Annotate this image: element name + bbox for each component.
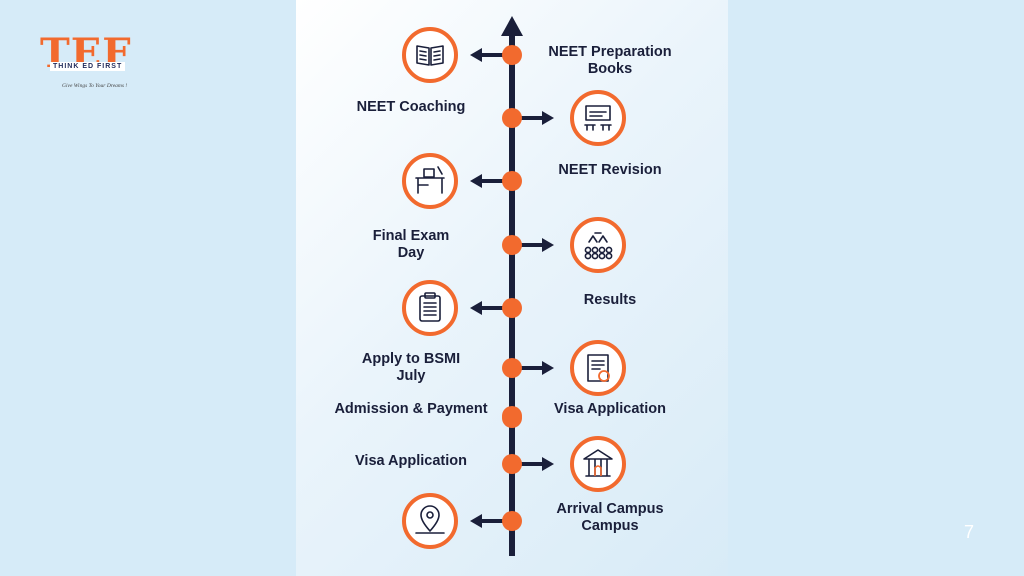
label-line: Visa Application: [554, 400, 666, 417]
clipboard-icon: [402, 280, 458, 336]
logo-tagline: Give Wings To Your Dreams !: [62, 83, 128, 89]
timeline-node: [502, 511, 522, 531]
timeline-node: [502, 108, 522, 128]
study-desk-icon: [402, 153, 458, 209]
timeline-node: [502, 454, 522, 474]
certificate-icon: [570, 340, 626, 396]
timeline-node: [502, 298, 522, 318]
connector-arrow-head: [542, 457, 554, 471]
timeline-node: [502, 45, 522, 65]
timeline-node: [502, 171, 522, 191]
label-line: Arrival Campus: [556, 501, 664, 517]
timeline-node: [502, 408, 522, 428]
timeline-step-label: Admission & Payment: [326, 401, 496, 418]
connector-arrow-head: [542, 361, 554, 375]
exam-hall-icon: [570, 217, 626, 273]
label-line: Visa Application: [355, 452, 467, 469]
label-line: July: [396, 368, 426, 384]
classroom-icon: [570, 90, 626, 146]
book-icon: [402, 27, 458, 83]
university-icon: [570, 436, 626, 492]
timeline-node: [502, 358, 522, 378]
timeline-step-label: Visa Application: [530, 401, 690, 418]
label-line: Books: [587, 61, 633, 77]
timeline-step-label: Results: [530, 292, 690, 309]
connector-arrow-head: [470, 174, 482, 188]
connector-arrow-head: [470, 301, 482, 315]
label-line: NEET Coaching: [356, 98, 466, 115]
label-line: Admission & Payment: [334, 400, 488, 417]
label-line: Day: [397, 245, 425, 261]
timeline-node: [502, 235, 522, 255]
connector-arrow-head: [542, 238, 554, 252]
connector-arrow-head: [470, 48, 482, 62]
label-line: Apply to BSMI: [361, 351, 461, 367]
connector-arrow-head: [470, 514, 482, 528]
timeline-step-label: NEET Coaching: [326, 99, 496, 116]
connector-arrow-head: [542, 111, 554, 125]
timeline-arrow-head: [501, 16, 523, 36]
logo-letters: TEF: [40, 34, 132, 74]
logo-think-line: THINK ED FIRST: [50, 62, 126, 71]
label-line: Results: [583, 291, 637, 308]
timeline-graphic: [402, 16, 626, 556]
timeline-step-label: Visa Application: [326, 453, 496, 470]
location-pin-icon: [402, 493, 458, 549]
page-number: 7: [964, 522, 975, 542]
timeline-step-label: NEET Revision: [530, 162, 690, 179]
label-line: Campus: [581, 518, 639, 534]
tef-logo: TEF THINK ED FIRST Give Wings To Your Dr…: [40, 34, 170, 94]
label-line: NEET Preparation: [548, 44, 672, 60]
label-line: Final Exam: [372, 228, 450, 244]
label-line: NEET Revision: [558, 161, 662, 178]
